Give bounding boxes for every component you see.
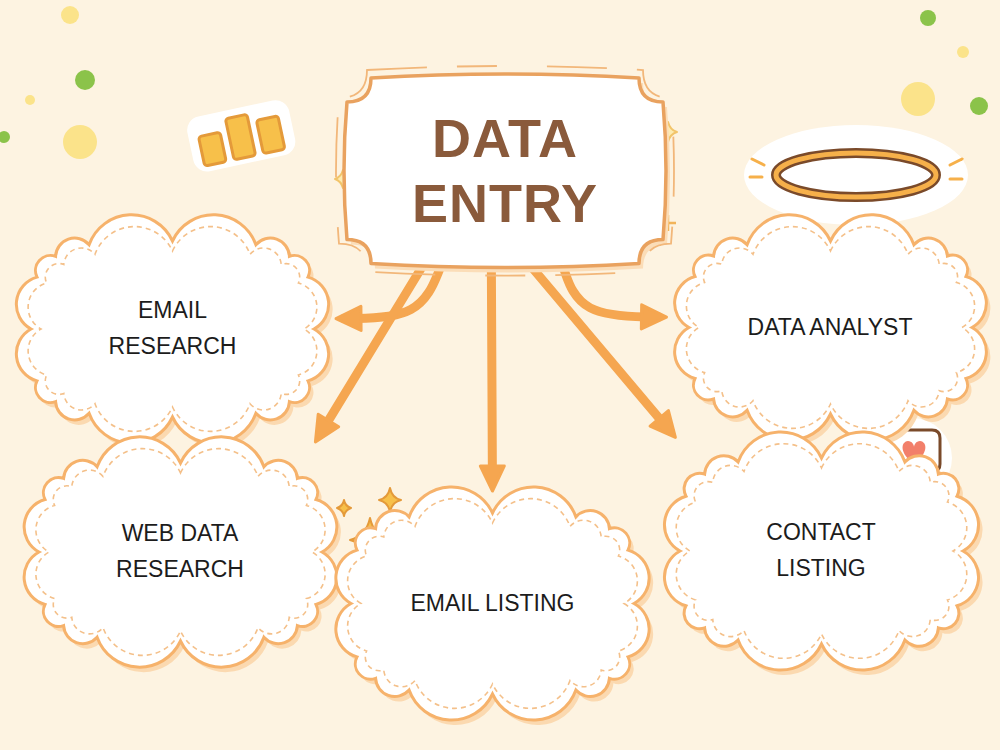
cloud-border — [664, 432, 978, 670]
cloud-border — [674, 215, 986, 440]
cloud-border — [24, 437, 337, 667]
cloud-box: CONTACT LISTING — [664, 442, 979, 660]
cloud-box: EMAIL RESEARCH — [15, 225, 330, 433]
cloud-border — [16, 215, 328, 443]
plaque-border — [344, 74, 666, 268]
flow-arrow — [533, 268, 671, 431]
cloud-stitch — [348, 499, 638, 709]
node-label: DATA ANALYST — [748, 310, 913, 346]
cloud-stitch — [676, 444, 967, 659]
cloud-stitch — [686, 227, 974, 429]
shape-outline — [664, 442, 979, 660]
flow-arrow — [491, 266, 492, 483]
node-label: EMAIL LISTING — [410, 586, 575, 622]
cloud-box: WEB DATA RESEARCH — [23, 447, 338, 657]
cloud-box: EMAIL LISTING — [335, 497, 650, 710]
node-label: WEB DATA RESEARCH — [98, 516, 263, 587]
halo-sticker — [744, 125, 968, 225]
node-label: EMAIL RESEARCH — [90, 293, 255, 364]
plaque-flourish — [336, 66, 674, 276]
cloud-border — [336, 487, 649, 720]
cloud-stitch — [28, 227, 317, 432]
node-label: CONTACT LISTING — [739, 515, 904, 586]
title-text: DATA ENTRY — [385, 106, 625, 236]
cloud-box: DATA ANALYST — [673, 225, 988, 430]
shape-outline — [23, 447, 338, 657]
title-plaque: DATA ENTRY — [335, 66, 675, 276]
shape-outline — [15, 225, 330, 433]
flow-arrow — [320, 267, 422, 435]
cloud-stitch — [35, 449, 324, 656]
bars-sticker — [185, 98, 298, 174]
shape-outline — [335, 66, 675, 276]
